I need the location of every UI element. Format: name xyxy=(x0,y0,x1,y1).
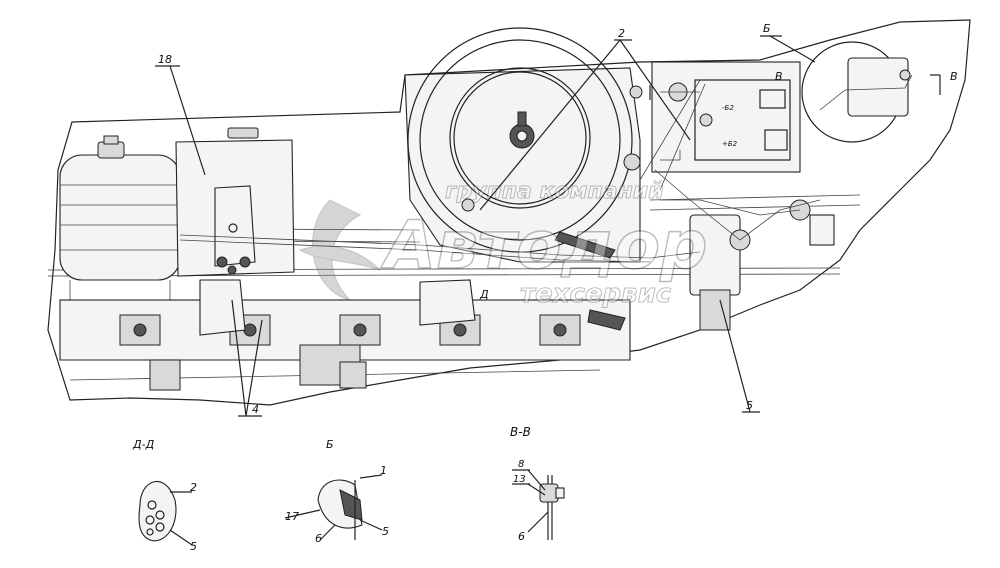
watermark-line2: Автодор xyxy=(380,207,707,284)
b-callout-17: 17 xyxy=(285,510,299,523)
watermark: группа компаний Автодор техсервис xyxy=(298,179,708,310)
section-title-b: Б xyxy=(326,438,334,451)
section-b: Б 1 17 6 5 xyxy=(284,438,389,545)
dd-callout-2: 2 xyxy=(190,481,197,494)
vv-callout-13: 13 xyxy=(513,474,526,485)
section-vv: В-В 8 13 6 xyxy=(510,425,565,543)
reservoir-18 xyxy=(175,127,295,277)
callout-4: 4 xyxy=(252,403,259,416)
callout-d-mid: Д xyxy=(479,288,489,301)
section-title-vv: В-В xyxy=(510,425,531,439)
callout-v-left: В xyxy=(775,70,783,83)
main-view: -Б2 +Б2 xyxy=(47,19,971,406)
main-callouts: 18 2 Б В В Д 4 5 xyxy=(155,22,958,417)
callout-18: 18 xyxy=(158,53,172,66)
watermark-line3: техсервис xyxy=(520,279,672,309)
air-cleaner xyxy=(404,27,643,263)
b-callout-5: 5 xyxy=(382,525,389,538)
engine-block xyxy=(59,279,631,391)
section-title-dd: Д-Д xyxy=(132,438,155,451)
relay-box: -Б2 +Б2 xyxy=(651,61,801,173)
dd-callout-5: 5 xyxy=(190,540,197,553)
relay-label-bottom: +Б2 xyxy=(722,140,738,148)
b-callout-6: 6 xyxy=(315,532,322,545)
right-connectors xyxy=(639,79,835,331)
b-callout-1: 1 xyxy=(380,464,387,477)
expansion-tank xyxy=(59,135,181,301)
vv-callout-8: 8 xyxy=(518,459,524,470)
vv-callout-6: 6 xyxy=(518,530,525,543)
callout-b-top: Б xyxy=(763,22,771,35)
callout-2: 2 xyxy=(618,27,625,40)
callout-5: 5 xyxy=(746,399,753,412)
relay-label-top: -Б2 xyxy=(722,104,734,112)
section-dd: Д-Д 2 5 xyxy=(132,438,197,553)
watermark-line1: группа компаний xyxy=(445,179,664,204)
callout-v-right: В xyxy=(950,70,958,83)
